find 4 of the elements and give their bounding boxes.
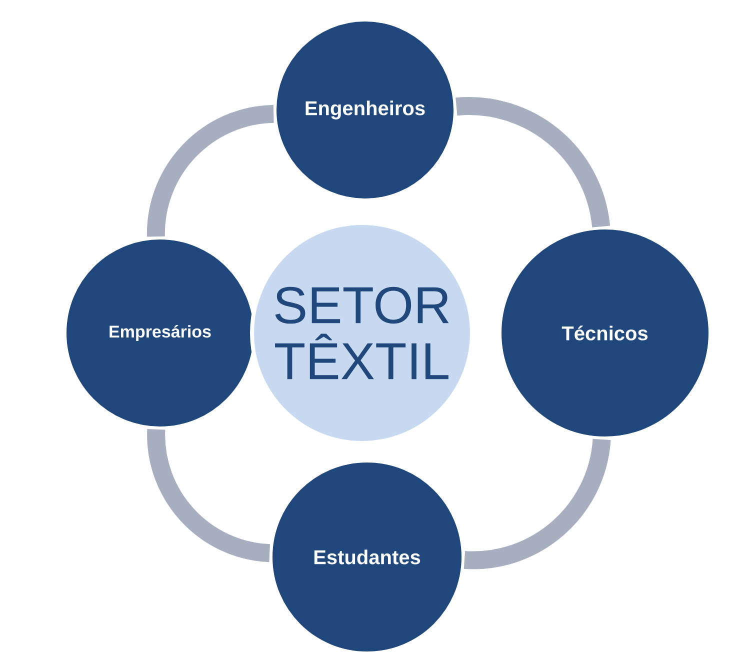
ring-segment [464, 438, 611, 569]
ring-segment [147, 429, 271, 562]
ring-segment [146, 104, 274, 237]
ring-segment [456, 97, 610, 228]
